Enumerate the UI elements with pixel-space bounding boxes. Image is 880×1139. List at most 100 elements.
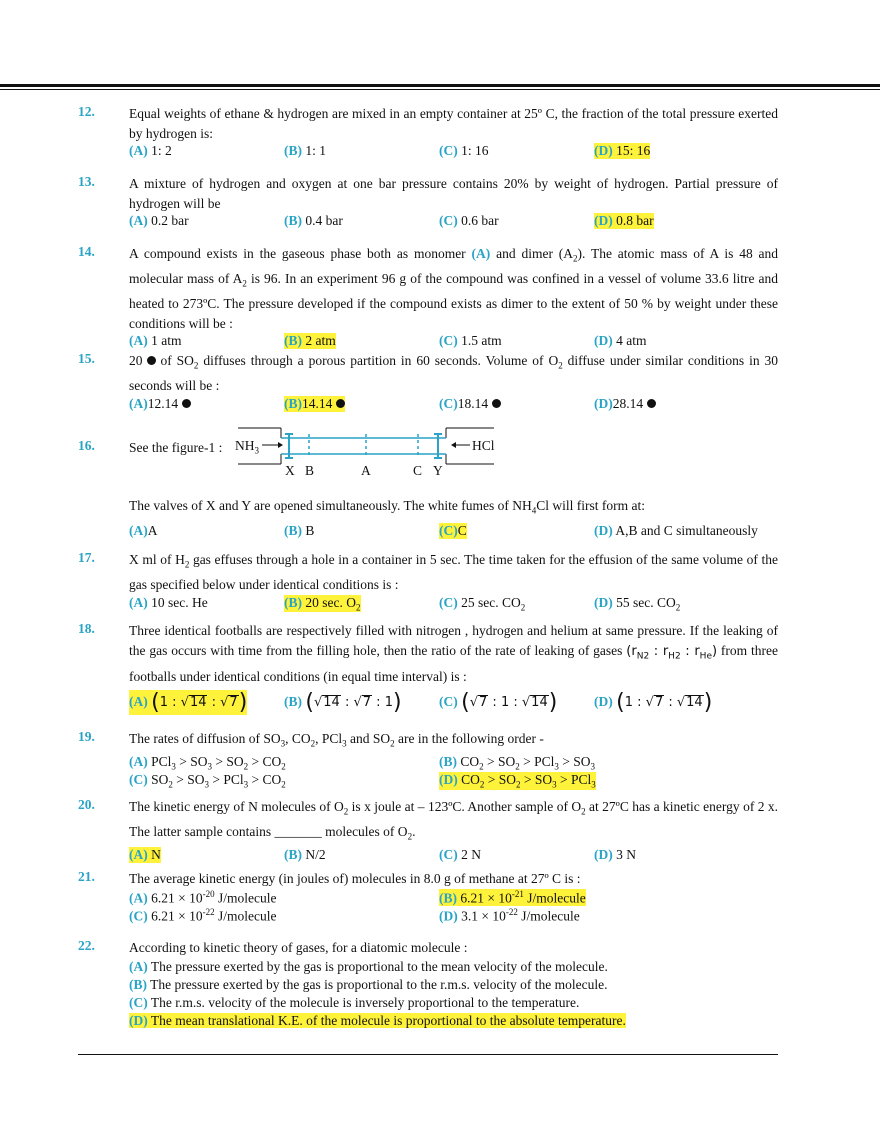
option-b-answer[interactable]: (B) 6.21 × 10-21 J/molecule bbox=[439, 888, 586, 906]
option-b[interactable]: (B) (√14 : √7 : 1) bbox=[284, 690, 402, 716]
label-a: A bbox=[361, 463, 371, 478]
option-a[interactable]: (A) 6.21 × 10-20 J/molecule bbox=[129, 888, 277, 906]
options: (A) 0.2 bar (B) 0.4 bar (C) 0.6 bar (D) … bbox=[129, 213, 778, 232]
option-a[interactable]: (A)A bbox=[129, 523, 158, 539]
option-c[interactable]: (C) 1.5 atm bbox=[439, 333, 502, 349]
header-rule-thick bbox=[0, 84, 880, 87]
option-b[interactable]: (B) 0.4 bar bbox=[284, 213, 343, 228]
option-b-answer[interactable]: (B)14.14 bbox=[284, 395, 346, 412]
option-a-answer[interactable]: (A) (1 : √14 : √7) bbox=[129, 690, 248, 716]
question-text: A mixture of hydrogen and oxygen at one … bbox=[129, 176, 778, 211]
question-text: The rates of diffusion of SO3, CO2, PCl3… bbox=[129, 731, 544, 749]
label-y: Y bbox=[433, 463, 443, 478]
bullet-icon bbox=[492, 398, 502, 408]
option-b[interactable]: (B) 1: 1 bbox=[284, 143, 327, 158]
label-c: C bbox=[413, 463, 423, 478]
option-d[interactable]: (D) 4 atm bbox=[594, 333, 647, 349]
question-20: 20. The kinetic energy of N molecules of… bbox=[78, 797, 778, 866]
question-12: 12. Equal weights of ethane & hydrogen a… bbox=[78, 104, 778, 162]
question-19: 19. The rates of diffusion of SO3, CO2, … bbox=[78, 729, 778, 790]
question-15: 15. 20 of SO2 diffuses through a porous … bbox=[78, 351, 778, 415]
option-a[interactable]: (A) 1: 2 bbox=[129, 143, 172, 158]
option-d[interactable]: (D) 3.1 × 10-22 J/molecule bbox=[439, 906, 580, 924]
options: (A) 1 atm (B) 2 atm (C) 1.5 atm (D) 4 at… bbox=[129, 333, 778, 352]
option-c[interactable]: (C) The r.m.s. velocity of the molecule … bbox=[129, 994, 580, 1010]
question-number: 12. bbox=[78, 104, 95, 119]
option-d[interactable]: (D) 3 N bbox=[594, 847, 636, 863]
options: (A) (1 : √14 : √7) (B) (√14 : √7 : 1) (C… bbox=[129, 690, 778, 718]
option-b[interactable]: (B) The pressure exerted by the gas is p… bbox=[129, 976, 608, 992]
option-a[interactable]: (A) The pressure exerted by the gas is p… bbox=[129, 958, 608, 974]
option-d-answer[interactable]: (D) 15: 16 bbox=[594, 143, 651, 159]
question-number: 21. bbox=[78, 869, 95, 884]
option-c[interactable]: (C) (√7 : 1 : √14) bbox=[439, 690, 558, 716]
question-number: 16. bbox=[78, 438, 95, 453]
question-text: See the figure-1 : bbox=[129, 440, 223, 455]
question-text: Three identical footballs are respective… bbox=[129, 623, 779, 684]
option-d-answer[interactable]: (D) 0.8 bar bbox=[594, 213, 654, 229]
option-b[interactable]: (B) N/2 bbox=[284, 847, 326, 863]
option-c[interactable]: (C) 2 N bbox=[439, 847, 481, 863]
options-grid: (A) PCl3 > SO3 > SO2 > CO2 (B) CO2 > SO2… bbox=[129, 754, 778, 790]
options: (A) 1: 2 (B) 1: 1 (C) 1: 16 (D) 15: 16 bbox=[129, 143, 778, 162]
question-number: 20. bbox=[78, 797, 95, 812]
ratio-expression: (rN2 : rH2 : rHe) bbox=[626, 643, 718, 662]
header-rule-thin bbox=[0, 89, 880, 90]
question-text: According to kinetic theory of gases, fo… bbox=[129, 940, 468, 955]
option-b[interactable]: (B) CO2 > SO2 > PCl3 > SO3 bbox=[439, 754, 596, 772]
bullet-icon bbox=[182, 398, 192, 408]
option-d-answer[interactable]: (D) The mean translational K.E. of the m… bbox=[129, 1012, 626, 1028]
question-text: The average kinetic energy (in joules of… bbox=[129, 871, 581, 886]
tube-diagram-svg bbox=[238, 427, 494, 465]
option-a[interactable]: (A) PCl3 > SO3 > SO2 > CO2 bbox=[129, 754, 286, 772]
question-number: 19. bbox=[78, 729, 95, 744]
question-21: 21. The average kinetic energy (in joule… bbox=[78, 869, 778, 925]
option-d[interactable]: (D)28.14 bbox=[594, 396, 657, 412]
question-number: 17. bbox=[78, 550, 95, 565]
option-c[interactable]: (C) 25 sec. CO2 bbox=[439, 594, 526, 613]
option-b-answer[interactable]: (B) 2 atm bbox=[284, 333, 336, 350]
option-d-answer[interactable]: (D) CO2 > SO2 > SO3 > PCl3 bbox=[439, 772, 596, 790]
option-d[interactable]: (D) 55 sec. CO2 bbox=[594, 594, 681, 613]
option-a[interactable]: (A) 0.2 bar bbox=[129, 213, 189, 228]
question-16: 16. See the figure-1 : bbox=[78, 438, 778, 458]
label-b: B bbox=[305, 463, 315, 478]
option-b[interactable]: (B) B bbox=[284, 523, 315, 539]
question-number: 13. bbox=[78, 174, 95, 189]
question-18: 18. Three identical footballs are respec… bbox=[78, 621, 778, 718]
label-x: X bbox=[285, 463, 295, 478]
option-c[interactable]: (C) 6.21 × 10-22 J/molecule bbox=[129, 906, 277, 924]
option-a[interactable]: (A) 10 sec. He bbox=[129, 594, 208, 610]
question-17: 17. X ml of H2 gas effuses through a hol… bbox=[78, 550, 778, 614]
bullet-icon bbox=[146, 356, 156, 365]
question-text: X ml of H2 gas effuses through a hole in… bbox=[129, 552, 779, 593]
question-text: A compound exists in the gaseous phase b… bbox=[129, 246, 779, 331]
bullet-icon bbox=[336, 398, 346, 408]
option-a-answer[interactable]: (A) N bbox=[129, 847, 161, 864]
option-a[interactable]: (A)12.14 bbox=[129, 396, 192, 412]
bullet-icon bbox=[647, 398, 657, 408]
option-c[interactable]: (C) SO2 > SO3 > PCl3 > CO2 bbox=[129, 772, 286, 790]
question-number: 15. bbox=[78, 351, 95, 366]
question-16-continued: The valves of X and Y are opened simulta… bbox=[78, 496, 778, 542]
question-number: 14. bbox=[78, 244, 95, 259]
question-14: 14. A compound exists in the gaseous pha… bbox=[78, 244, 778, 352]
question-text: Equal weights of ethane & hydrogen are m… bbox=[129, 106, 778, 141]
question-13: 13. A mixture of hydrogen and oxygen at … bbox=[78, 174, 778, 232]
question-number: 18. bbox=[78, 621, 95, 636]
question-text: The kinetic energy of N molecules of O2 … bbox=[129, 799, 778, 842]
option-c-answer[interactable]: (C)C bbox=[439, 523, 467, 540]
option-d[interactable]: (D) (1 : √7 : √14) bbox=[594, 690, 713, 716]
question-text: The valves of X and Y are opened simulta… bbox=[129, 498, 646, 516]
options: (A) N (B) N/2 (C) 2 N (D) 3 N bbox=[129, 847, 778, 866]
options: (A) 10 sec. He (B) 20 sec. O2 (C) 25 sec… bbox=[129, 594, 778, 614]
nh3-label: NH3 bbox=[235, 438, 259, 456]
option-d[interactable]: (D) A,B and C simultaneously bbox=[594, 523, 758, 539]
option-c[interactable]: (C)18.14 bbox=[439, 396, 502, 412]
option-b-answer[interactable]: (B) 20 sec. O2 bbox=[284, 594, 361, 613]
option-a[interactable]: (A) 1 atm bbox=[129, 333, 182, 349]
option-c[interactable]: (C) 1: 16 bbox=[439, 143, 489, 158]
question-number: 22. bbox=[78, 938, 95, 953]
question-text: 20 of SO2 diffuses through a porous part… bbox=[129, 353, 779, 394]
option-c[interactable]: (C) 0.6 bar bbox=[439, 213, 499, 228]
